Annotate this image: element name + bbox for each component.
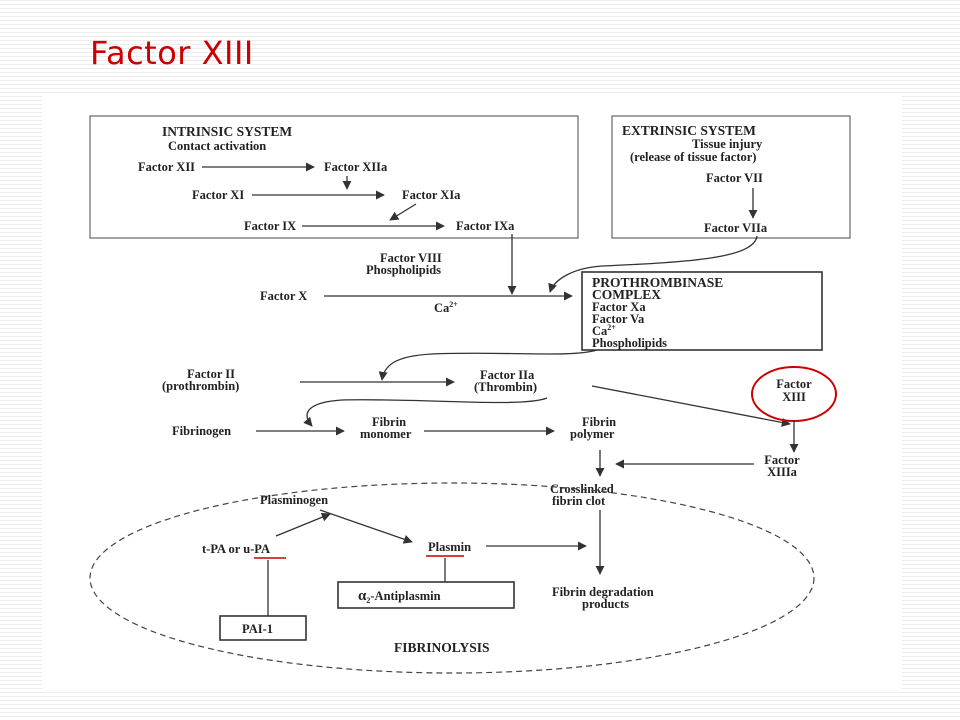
factor-ix-label: Factor IX xyxy=(244,219,296,233)
degradation-label-1: Fibrin degradation xyxy=(552,585,654,599)
tissue-injury-label: Tissue injury xyxy=(692,137,763,151)
phospholipids-label: Phospholipids xyxy=(366,263,441,277)
arrow-plasminogen-to-plasmin xyxy=(319,509,413,544)
pai1-label: PAI-1 xyxy=(242,622,273,636)
antiplasmin-box xyxy=(337,581,515,609)
prothrombinase-phospholipids: Phospholipids xyxy=(592,336,667,350)
prothrombinase-title-2: COMPLEX xyxy=(592,287,661,302)
thrombin-label: (Thrombin) xyxy=(474,380,537,394)
intrinsic-system-title: INTRINSIC SYSTEM xyxy=(162,124,292,139)
intrinsic-system-box xyxy=(89,115,579,239)
fibrin-polymer-label-1: Fibrin xyxy=(582,415,616,429)
pai1-box xyxy=(219,615,307,641)
factor-iia-label: Factor IIa xyxy=(480,368,535,382)
factor-viia-label: Factor VIIa xyxy=(704,221,768,235)
arrow-viia-curve xyxy=(548,235,758,293)
plasmin-label: Plasmin xyxy=(428,540,471,554)
factor-xiiia-label-line1: Factor xyxy=(764,453,800,467)
factor-xiiia-label-line2: XIIIa xyxy=(767,465,798,479)
slide-title: Factor XIII xyxy=(90,34,254,72)
factor-xi-label: Factor XI xyxy=(192,188,244,202)
arrow-xia-diagonal xyxy=(389,203,417,221)
extrinsic-system-box xyxy=(611,115,851,239)
arrow-thrombin-to-xiii xyxy=(591,385,791,427)
diagram-canvas: INTRINSIC SYSTEM Contact activation Fact… xyxy=(89,115,851,674)
factor-xia-label: Factor XIa xyxy=(402,188,461,202)
contact-activation-label: Contact activation xyxy=(168,139,266,153)
prothrombinase-calcium: Ca2+ xyxy=(592,323,616,338)
extrinsic-system-title: EXTRINSIC SYSTEM xyxy=(622,123,756,138)
release-tissue-factor-label: (release of tissue factor) xyxy=(630,150,756,164)
factor-viii-label: Factor VIII xyxy=(380,251,442,265)
prothrombin-label: (prothrombin) xyxy=(162,379,239,393)
factor-vii-label: Factor VII xyxy=(706,171,763,185)
fibrinolysis-label: FIBRINOLYSIS xyxy=(394,640,490,655)
factor-x-label: Factor X xyxy=(260,289,307,303)
fibrin-polymer-label-2: polymer xyxy=(570,427,615,441)
degradation-label-2: products xyxy=(582,597,629,611)
coagulation-cascade-diagram: INTRINSIC SYSTEM Contact activation Fact… xyxy=(42,96,902,692)
plasminogen-label: Plasminogen xyxy=(260,493,328,507)
fibrinolysis-dashed-ellipse xyxy=(89,482,815,674)
tpa-label: t-PA or u-PA xyxy=(202,542,270,556)
factor-xii-label: Factor XII xyxy=(138,160,195,174)
factor-xiia-label: Factor XIIa xyxy=(324,160,388,174)
prothrombinase-factor-xa: Factor Xa xyxy=(592,300,646,314)
antiplasmin-label: α2-Antiplasmin xyxy=(358,588,441,605)
factor-ixa-label: Factor IXa xyxy=(456,219,515,233)
fibrin-monomer-label-1: Fibrin xyxy=(372,415,406,429)
prothrombinase-factor-va: Factor Va xyxy=(592,312,645,326)
fibrin-monomer-label-2: monomer xyxy=(360,427,412,441)
arrow-tpa-to-plasminogen xyxy=(275,512,331,537)
factor-xiii-label-line1: Factor xyxy=(776,377,812,391)
factor-ii-label: Factor II xyxy=(187,367,235,381)
crosslinked-label-2: fibrin clot xyxy=(552,494,606,508)
arrow-complex-curve xyxy=(378,349,598,381)
factor-xiii-label-line2: XIII xyxy=(782,390,806,404)
prothrombinase-complex-box xyxy=(581,271,823,351)
calcium-label: Ca2+ xyxy=(434,300,458,315)
fibrinogen-label: Fibrinogen xyxy=(172,424,231,438)
arrow-thrombin-curve xyxy=(303,397,548,427)
prothrombinase-title-1: PROTHROMBINASE xyxy=(592,275,723,290)
